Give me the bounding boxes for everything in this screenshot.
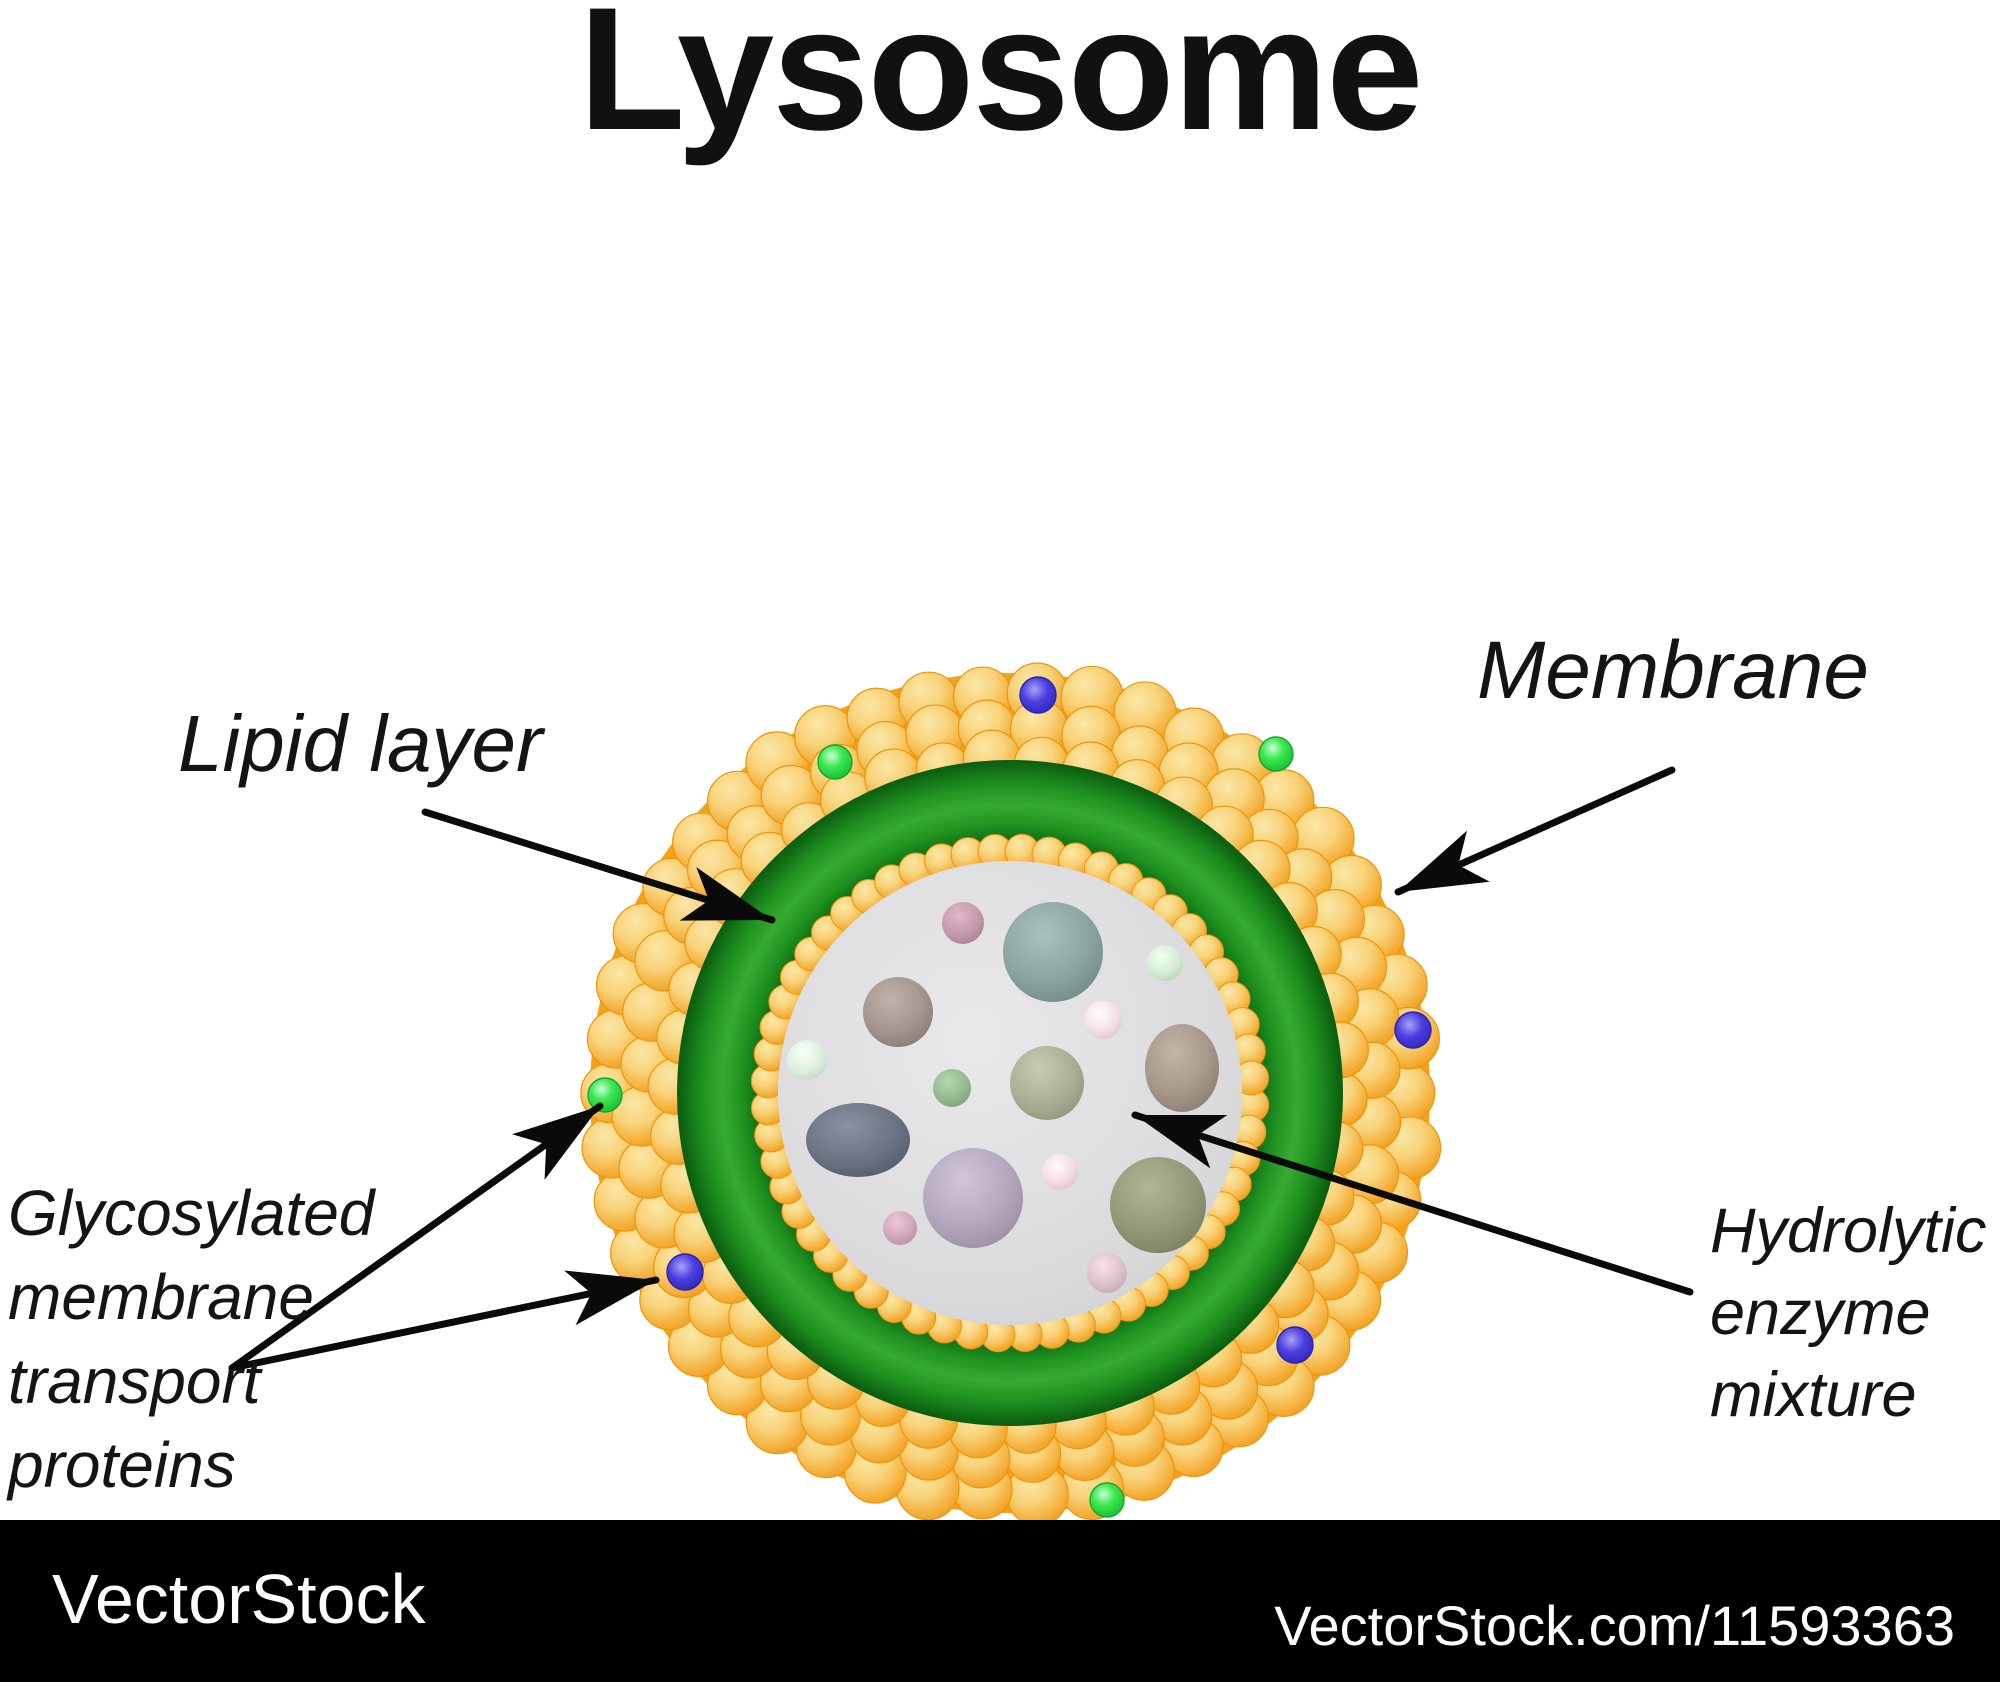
- glyco-arrow-upper: [228, 1102, 604, 1372]
- transport-protein-dot-green: [1089, 1482, 1125, 1518]
- glyco-label-line4: proteins: [8, 1429, 236, 1501]
- glyco-label-line1: Glycosylated: [8, 1177, 375, 1249]
- vectorstock-logo-text: VectorStock: [52, 1560, 426, 1638]
- transport-protein-dot-green: [587, 1077, 623, 1113]
- glyco-arrow-lower: [228, 1270, 660, 1372]
- enzyme-blob: [1010, 1046, 1084, 1120]
- enzyme-blob: [806, 1103, 910, 1177]
- enzyme-blob: [1110, 1157, 1206, 1253]
- transport-protein-dot-green: [817, 744, 853, 780]
- annotation-arrows: [228, 766, 1694, 1372]
- enzyme-blob: [1087, 1253, 1127, 1293]
- hydro-label-line3: mixture: [1710, 1360, 1917, 1430]
- glyco-label-line2: membrane: [8, 1261, 314, 1333]
- transport-protein-dot-green: [1258, 736, 1294, 772]
- watermark-bar: VectorStock VectorStock.com/11593363: [0, 1520, 2000, 1682]
- hydro-label-line1: Hydrolytic: [1710, 1196, 1987, 1266]
- lipid-layer-label: Lipid layer: [178, 699, 543, 788]
- enzyme-blob: [787, 1040, 827, 1080]
- enzyme-blob: [1145, 1024, 1219, 1112]
- enzyme-blob: [863, 977, 933, 1047]
- hydro-label-line2: enzyme: [1710, 1278, 1931, 1348]
- transport-protein-dot-blue: [666, 1253, 704, 1291]
- enzyme-blob: [883, 1211, 917, 1245]
- membrane-label: Membrane: [1477, 625, 1869, 716]
- enzyme-blob: [933, 1069, 971, 1107]
- enzyme-blobs: [787, 902, 1219, 1293]
- outer-membrane-beads: [580, 662, 1442, 1527]
- hydrolytic-enzyme-label: Hydrolytic enzyme mixture: [1710, 1190, 1987, 1436]
- inner-bead-ring: [750, 833, 1270, 1353]
- page-title: Lysosome: [578, 0, 1423, 167]
- enzyme-blob: [1147, 945, 1183, 981]
- enzyme-blob: [923, 1148, 1023, 1248]
- vectorstock-ref-text: VectorStock.com/11593363: [1274, 1594, 1955, 1657]
- transport-protein-dots: [587, 676, 1432, 1518]
- glycosylated-proteins-label: Glycosylated membrane transport proteins: [8, 1171, 374, 1507]
- glyco-label-line3: transport: [8, 1345, 261, 1417]
- transport-protein-dot-blue: [1276, 1326, 1314, 1364]
- transport-protein-dot-blue: [1394, 1011, 1432, 1049]
- enzyme-blob: [942, 902, 984, 944]
- hydrolytic-arrow: [1131, 1111, 1694, 1296]
- transport-protein-dot-blue: [1019, 676, 1057, 714]
- enzyme-blob: [1084, 1001, 1122, 1039]
- membrane-arrow: [1394, 766, 1676, 896]
- lipid-layer-arrow: [421, 808, 776, 924]
- enzyme-blob: [1042, 1154, 1078, 1190]
- enzyme-blob: [1003, 902, 1103, 1002]
